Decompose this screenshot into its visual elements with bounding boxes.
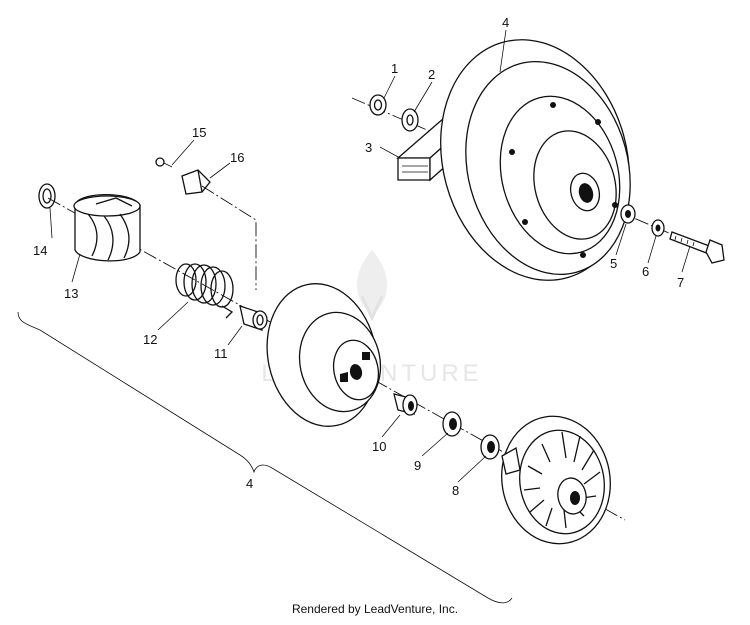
fixed-sheave bbox=[501, 415, 611, 545]
part-12-spring bbox=[175, 263, 234, 319]
part-15-screw bbox=[155, 157, 173, 168]
callout-7: 7 bbox=[677, 275, 684, 290]
callout-15: 15 bbox=[192, 125, 206, 140]
driven-clutch-assembly bbox=[38, 157, 626, 545]
part-14-snap-ring bbox=[38, 183, 56, 209]
callout-8: 8 bbox=[452, 483, 459, 498]
part-7-bolt bbox=[669, 231, 725, 264]
callout-6: 6 bbox=[642, 264, 649, 279]
callout-13: 13 bbox=[64, 286, 78, 301]
callout-10: 10 bbox=[372, 439, 386, 454]
callout-16: 16 bbox=[230, 150, 244, 165]
footer-credit: Rendered by LeadVenture, Inc. bbox=[291, 602, 459, 616]
callout-12: 12 bbox=[143, 332, 157, 347]
part-13-cam bbox=[73, 193, 141, 262]
drive-sheave-assembly bbox=[351, 39, 725, 281]
callout-4-top: 4 bbox=[502, 15, 509, 30]
movable-sheave bbox=[266, 283, 382, 427]
callout-9: 9 bbox=[414, 458, 421, 473]
callout-3: 3 bbox=[365, 140, 372, 155]
assembly-bracket bbox=[17, 311, 513, 604]
callout-11: 11 bbox=[214, 346, 228, 361]
callout-2: 2 bbox=[428, 67, 435, 82]
part-16-button bbox=[181, 169, 211, 195]
part-8-washer bbox=[480, 434, 500, 460]
callout-4-assembly: 4 bbox=[246, 476, 253, 491]
part-11-bushing bbox=[239, 305, 268, 331]
callout-14: 14 bbox=[33, 243, 47, 258]
part-10-bushing bbox=[393, 393, 418, 416]
callout-1: 1 bbox=[391, 61, 398, 76]
leader-lines bbox=[49, 29, 691, 483]
callout-5: 5 bbox=[610, 256, 617, 271]
part-9-washer bbox=[442, 411, 462, 437]
